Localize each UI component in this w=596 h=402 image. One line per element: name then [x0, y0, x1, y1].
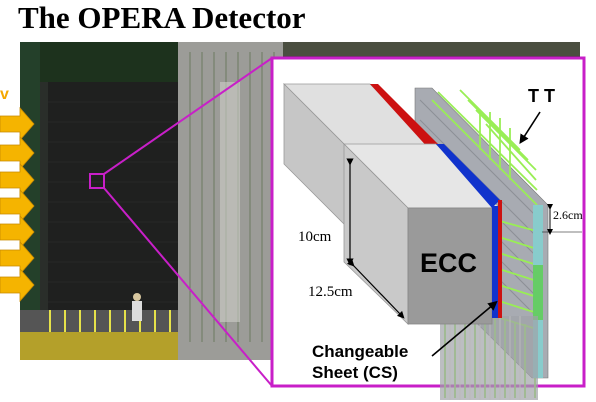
page-title: The OPERA Detector: [18, 0, 306, 35]
cs-label-line1: Changeable: [312, 342, 409, 361]
ecc-label: ECC: [420, 248, 478, 278]
cs-pointer-arrow: [431, 300, 498, 357]
zoom-source-box: [89, 173, 105, 189]
tt-label: T T: [528, 86, 555, 106]
beam-arrows: [0, 106, 35, 303]
width-label: 12.5cm: [308, 284, 353, 300]
back-brick: [283, 83, 438, 229]
height-label: 10cm: [298, 229, 332, 245]
gap-label: 2.6cm: [553, 208, 583, 222]
tt-pointer-arrow: [519, 111, 541, 145]
cs-label-line2: Sheet (CS): [312, 363, 398, 382]
width-dimension-arrow: [346, 258, 405, 319]
beam-letter: v: [0, 86, 9, 103]
